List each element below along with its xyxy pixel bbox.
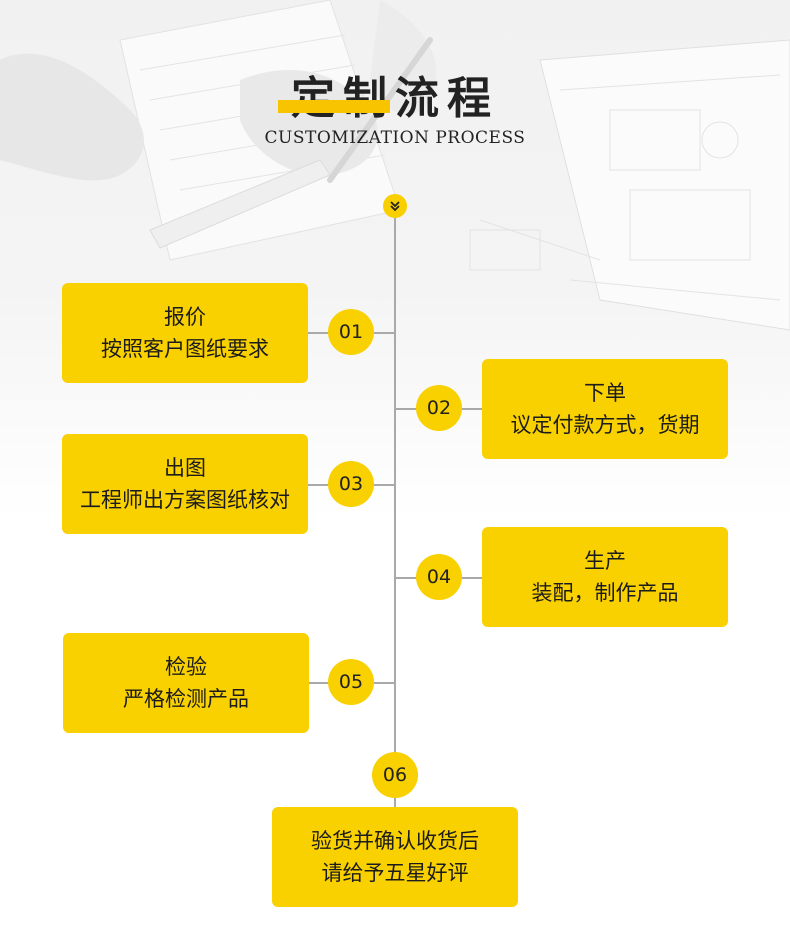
page-subtitle: CUSTOMIZATION PROCESS bbox=[264, 128, 526, 148]
step-title: 出图 bbox=[164, 456, 206, 480]
double-chevron-down-icon bbox=[383, 194, 407, 218]
background-sketch bbox=[0, 0, 790, 520]
step-title: 验货并确认收货后 bbox=[311, 829, 479, 853]
step-number-1: 01 bbox=[328, 309, 374, 355]
step-desc: 按照客户图纸要求 bbox=[101, 337, 269, 361]
step-desc: 严格检测产品 bbox=[123, 687, 249, 711]
step-desc: 工程师出方案图纸核对 bbox=[80, 488, 290, 512]
step-title: 检验 bbox=[165, 655, 207, 679]
step-number-3: 03 bbox=[328, 461, 374, 507]
step-box-3: 出图 工程师出方案图纸核对 bbox=[62, 434, 308, 534]
title-highlight bbox=[278, 100, 390, 113]
timeline-line bbox=[394, 214, 396, 810]
step-title: 下单 bbox=[584, 381, 626, 405]
step-number-4: 04 bbox=[416, 554, 462, 600]
page-title: 定制流程 bbox=[291, 73, 499, 124]
step-title: 生产 bbox=[584, 549, 626, 573]
step-box-5: 检验 严格检测产品 bbox=[63, 633, 309, 733]
step-title: 报价 bbox=[164, 305, 206, 329]
step-number-2: 02 bbox=[416, 385, 462, 431]
step-box-1: 报价 按照客户图纸要求 bbox=[62, 283, 308, 383]
step-number-5: 05 bbox=[328, 659, 374, 705]
step-box-6: 验货并确认收货后 请给予五星好评 bbox=[272, 807, 518, 907]
step-desc: 装配，制作产品 bbox=[531, 581, 679, 605]
step-number-6: 06 bbox=[372, 752, 418, 798]
step-box-4: 生产 装配，制作产品 bbox=[482, 527, 728, 627]
step-box-2: 下单 议定付款方式，货期 bbox=[482, 359, 728, 459]
step-desc: 议定付款方式，货期 bbox=[510, 413, 700, 437]
step-desc: 请给予五星好评 bbox=[321, 861, 469, 885]
